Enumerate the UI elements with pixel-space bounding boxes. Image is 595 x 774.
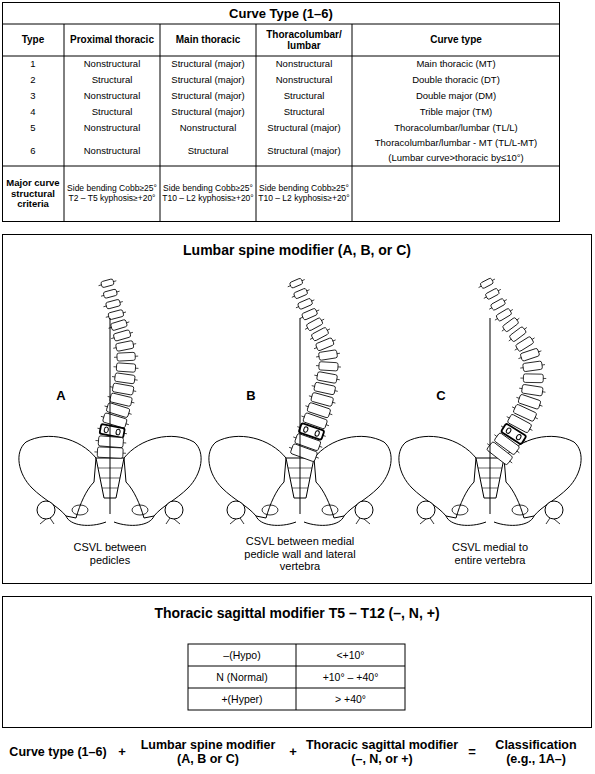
table-cell: Double major (DM): [354, 88, 558, 104]
table-header: Curve type: [354, 24, 558, 56]
table-cell: 2: [4, 72, 62, 88]
table-cell: <+10°: [298, 644, 403, 666]
table-cell: Nonstructural: [66, 136, 158, 166]
table-cell: Major curve structural criteria: [4, 166, 62, 222]
table-cell: Thoracolumbar/lumbar - MT (TL/L-MT): [354, 136, 558, 151]
table-cell: Structural (major): [258, 120, 350, 136]
formula-term: Curve type (1–6): [4, 734, 112, 770]
table-cell: Thoracolumbar/lumbar (TL/L): [354, 120, 558, 136]
table-cell: Nonstructural: [66, 120, 158, 136]
spine-group: [94, 276, 546, 467]
caption: CSVL between pedicles: [70, 528, 150, 580]
table-cell: +(Hyper): [190, 688, 294, 710]
table-header: Thoracolumbar/ lumbar: [258, 24, 350, 56]
panel-box: Thoracic sagittal modifier T5 – T12 (–, …: [2, 596, 592, 728]
table-cell: Structural (major): [162, 72, 254, 88]
table-cell: Side bending Cobb≥25° T10 – L2 kyphosis≥…: [258, 166, 350, 222]
table-cell: Nonstructural: [66, 88, 158, 104]
table-cell: Structural (major): [162, 104, 254, 120]
sagittal-table-grid: [188, 644, 405, 710]
table-cell: N (Normal): [190, 666, 294, 688]
panel-title: Lumbar spine modifier (A, B, or C): [3, 235, 591, 265]
table-cell: Nonstructural: [162, 120, 254, 136]
table-cell: Structural: [66, 104, 158, 120]
formula-term: Classification (e.g., 1A–): [482, 734, 590, 770]
table-cell: Structural (major): [258, 136, 350, 166]
panel-box: Lumbar spine modifier (A, B, or C): [2, 234, 592, 584]
table-cell: +10° – +40°: [298, 666, 403, 688]
table-cell: Structural: [258, 88, 350, 104]
table-header: Main thoracic: [162, 24, 254, 56]
table-header: Type: [4, 24, 62, 56]
table-cell: –(Hypo): [190, 644, 294, 666]
panel-letter: A: [50, 386, 72, 406]
table-cell: Structural: [162, 136, 254, 166]
panel-title: Thoracic sagittal modifier T5 – T12 (–, …: [3, 597, 591, 629]
formula-sign: =: [462, 734, 482, 770]
table-cell: > +40°: [298, 688, 403, 710]
csvl-line: [110, 318, 490, 514]
table-cell: Trible major (TM): [354, 104, 558, 120]
table-grid: [2, 24, 560, 222]
table-cell: Structural: [66, 72, 158, 88]
table-cell: Structural: [258, 104, 350, 120]
table-cell: Nonstructural: [66, 56, 158, 72]
panel-letter: B: [240, 386, 262, 406]
table-cell: Main thoracic (MT): [354, 56, 558, 72]
table-cell: 1: [4, 56, 62, 72]
table-cell: 4: [4, 104, 62, 120]
table-cell: Nonstructural: [258, 56, 350, 72]
table-cell: Structural (major): [162, 56, 254, 72]
table-cell: 5: [4, 120, 62, 136]
table-cell: 6: [4, 136, 62, 166]
table-cell: Structural (major): [162, 88, 254, 104]
formula-sign: +: [284, 734, 302, 770]
table-cell: Nonstructural: [258, 72, 350, 88]
table-header: Proximal thoracic: [66, 24, 158, 56]
formula-term: Thoracic sagittal modifier (–, N, or +): [302, 734, 462, 770]
table-cell: Side bending Cobb≥25° T2 – T5 kyphosis≥+…: [66, 166, 158, 222]
table-cell: 3: [4, 88, 62, 104]
table-cell: Side bending Cobb≥25° T10 – L2 kyphosis≥…: [162, 166, 254, 222]
table-cell: (Lumbar curve>thoracic by≤10°): [354, 151, 558, 166]
caption: CSVL medial to entire vertebra: [442, 528, 538, 580]
formula-term: Lumbar spine modifier (A, B or C): [132, 734, 284, 770]
table-cell: Double thoracic (DT): [354, 72, 558, 88]
caption: CSVL between medial pedicle wall and lat…: [228, 528, 372, 580]
formula-sign: +: [112, 734, 132, 770]
panel-title: Curve Type (1–6): [3, 3, 559, 25]
panel-letter: C: [430, 386, 452, 406]
